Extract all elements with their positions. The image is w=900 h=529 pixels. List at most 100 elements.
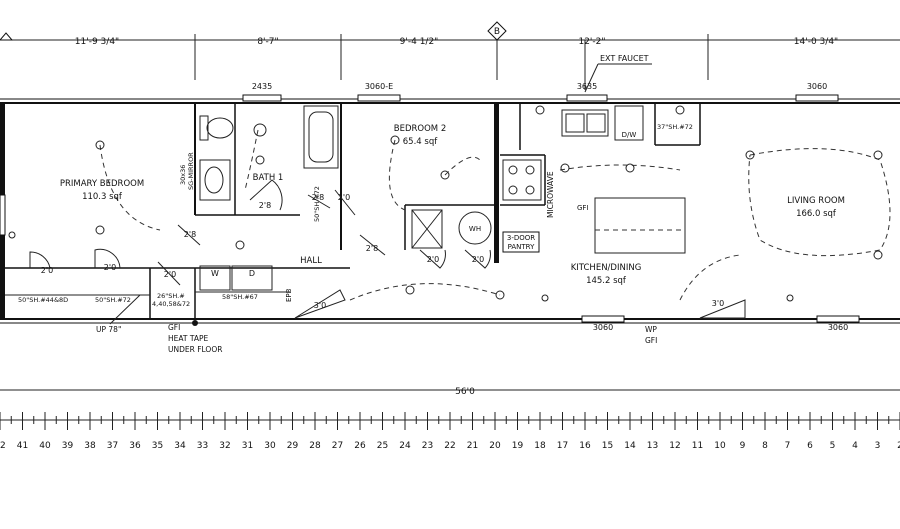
gfi-note: GFI [168,323,180,332]
scale-label: 22 [444,441,455,451]
door-label: 2'0 [164,270,176,279]
door-swing [334,189,356,216]
scale-label: 18 [534,441,546,451]
shelf-note: 50"SH.#44&8D [18,296,68,304]
dw-label: D/W [622,131,637,139]
scale-label: 7 [785,441,791,451]
ext-faucet-label: EXT FAUCET [600,54,649,63]
window-label: 2435 [252,82,272,91]
stair-note: UP 78" [96,325,121,334]
scale-label: 31 [242,441,253,451]
scale-label: 33 [197,441,208,451]
scale-label: 26 [354,441,366,451]
scale-label: 8 [762,441,768,451]
epb-note: EPB [285,288,293,302]
scale-label: 32 [219,441,230,451]
door-label: 2'8 [184,230,196,239]
room-name: BATH 1 [253,173,284,183]
shelf-note: 50"SH.#72 [95,296,131,304]
mirror-note: SG-MIRROR [187,152,195,190]
scale-label: 3 [875,441,881,451]
light-fixtures [8,105,883,302]
scale-label: 16 [579,441,591,451]
scale-label: 25 [377,441,388,451]
door-label: 2'0 [104,263,116,272]
dryer-icon [231,265,273,291]
door-label: 2'8 [312,193,324,202]
window-label: 3060 [807,82,827,91]
door-label: 2'0 [41,266,53,275]
window-label: 3060 [828,323,848,332]
scale-label: 24 [399,441,411,451]
bathtub-icon [303,105,339,169]
scale-label: 21 [467,441,478,451]
door-swing [359,234,386,256]
scale-label: 15 [602,441,613,451]
room-name: BEDROOM 2 [394,124,446,134]
room-name: HALL [300,256,322,266]
under-floor-note: UNDER FLOOR [168,345,222,354]
kitchen-island [594,197,686,254]
overall-length-label: 56'0 [455,387,475,397]
window-label: 3060 [593,323,613,332]
electrical-wiring [99,129,891,301]
room-labels: PRIMARY BEDROOM 110.3 sqf BATH 1 BEDROOM… [60,124,845,286]
shelf-note: 58"SH.#67 [222,293,258,301]
scale-label: 35 [152,441,163,451]
gfi-note: GFI [577,204,589,212]
heat-tape-note: HEAT TAPE [168,334,209,343]
pantry-note: 3-DOOR [507,234,535,242]
door-swing [294,289,346,319]
scale-label: 14 [624,441,636,451]
range-icon [502,159,542,201]
furnace-icon [411,209,443,249]
scale-label: 12 [669,441,680,451]
door-label: 2'8 [366,244,378,253]
door-swing [307,194,331,209]
door-swing [249,179,283,211]
scale-label: 40 [39,441,51,451]
scale-label: 36 [129,441,141,451]
dishwasher-icon [614,105,644,141]
scale-label: 23 [422,441,433,451]
door-swing [419,249,446,269]
scale-label: 29 [287,441,299,451]
scale-label: 10 [714,441,726,451]
scale-label: 11 [692,441,703,451]
door-label: 2'0 [427,255,439,264]
scale-label: 4 [852,441,858,451]
dim-label: 8'-7" [257,37,278,47]
room-name: LIVING ROOM [787,196,845,206]
water-heater-icon [458,211,492,245]
door-swing [29,251,51,269]
notes: GFI HEAT TAPE UNDER FLOOR WP GFI UP 78" … [5,123,693,354]
window-label: 3635 [577,82,597,91]
top-dimension-line: 11'-9 3/4" 8'-7" 9'-4 1/2" 12'-2" 14'-0 … [0,21,900,90]
room-name: PRIMARY BEDROOM [60,179,144,189]
scale-label: 38 [84,441,96,451]
grid-marker-label: B [494,27,500,37]
shelf-note: 4,40,58&72 [152,300,190,308]
room-area: 145.2 sqf [586,276,627,286]
overall-dimension: 56'0 [0,387,900,397]
scale-label: 19 [512,441,524,451]
scale-ruler: 4241403938373635343332313029282726252423… [0,412,900,451]
scale-label: 20 [489,441,501,451]
scale-label: 28 [309,441,321,451]
wh-label: WH [469,225,481,233]
scale-label: 9 [740,441,746,451]
fixtures: WH W D D/W [199,105,686,291]
sink-icon [204,166,224,194]
pantry-note: PANTRY [508,243,535,251]
dim-label: 12'-2" [578,37,605,47]
washer-label: W [211,269,219,278]
scale-label: 41 [17,441,28,451]
door-label: 3'0 [314,301,326,310]
washer-icon [199,265,231,291]
grid-marker [487,21,507,41]
scale-label: 30 [264,441,276,451]
scale-label: 39 [62,441,74,451]
wp-note: WP [645,325,657,334]
room-area: 65.4 sqf [403,137,438,147]
door-label: 2'0 [472,255,484,264]
